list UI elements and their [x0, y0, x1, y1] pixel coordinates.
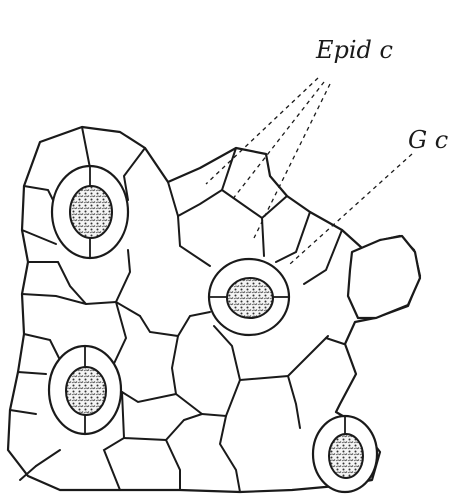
label-g-c: G c — [408, 126, 448, 154]
stoma-1 — [52, 166, 128, 258]
stoma-4 — [313, 416, 377, 492]
stoma-2 — [209, 259, 289, 335]
label-epid-c: Epid c — [315, 36, 393, 64]
stoma-3 — [49, 346, 121, 434]
